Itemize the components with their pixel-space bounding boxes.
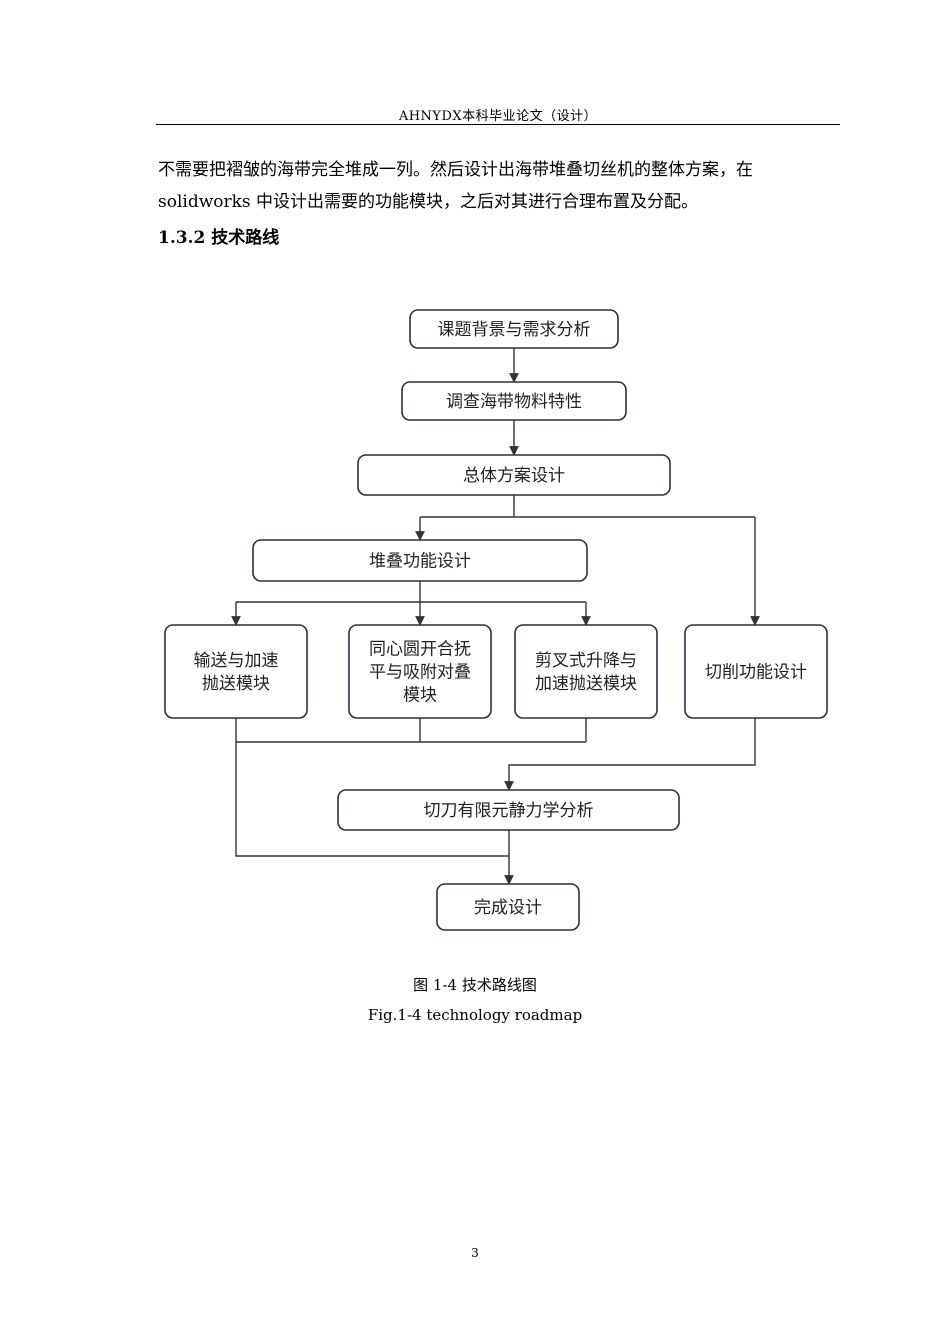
flow-node-label: 切削功能设计 xyxy=(705,663,807,683)
flowchart-connectors xyxy=(231,348,760,885)
flow-node-box xyxy=(357,454,671,496)
section-heading: 1.3.2 技术路线 xyxy=(158,228,280,248)
flow-node-n2: 调查海带物料特性 xyxy=(401,381,627,421)
flow-node-label: 完成设计 xyxy=(474,898,542,918)
flow-node-box xyxy=(684,624,828,719)
flow-node-n8: 切削功能设计 xyxy=(684,624,828,719)
running-header: AHNYDX本科毕业论文（设计） xyxy=(398,109,598,124)
connector-n5-merge xyxy=(235,718,509,857)
flow-node-label: 输送与加速 xyxy=(194,651,279,671)
flow-node-label: 切刀有限元静力学分析 xyxy=(424,801,594,821)
flow-node-n3: 总体方案设计 xyxy=(357,454,671,496)
body-text-line-2: solidworks 中设计出需要的功能模块，之后对其进行合理布置及分配。 xyxy=(158,192,699,212)
flow-node-n4: 堆叠功能设计 xyxy=(252,539,588,582)
flow-node-label: 剪叉式升降与 xyxy=(535,651,637,671)
flow-node-n10: 完成设计 xyxy=(436,883,580,931)
flow-node-n9: 切刀有限元静力学分析 xyxy=(337,789,680,831)
page-number: 3 xyxy=(471,1246,479,1260)
flow-node-label: 课题背景与需求分析 xyxy=(438,320,591,340)
flow-node-label: 调查海带物料特性 xyxy=(446,392,582,412)
flow-node-box xyxy=(337,789,680,831)
body-text-line-1: 不需要把褶皱的海带完全堆成一列。然后设计出海带堆叠切丝机的整体方案，在 xyxy=(158,160,753,180)
flow-node-label: 模块 xyxy=(403,686,437,706)
flow-node-label: 总体方案设计 xyxy=(463,466,565,486)
header-rule xyxy=(156,124,840,125)
flow-node-box xyxy=(514,624,658,719)
flow-node-box xyxy=(348,624,492,719)
figure-caption-cn: 图 1-4 技术路线图 xyxy=(413,976,537,994)
flow-node-label: 抛送模块 xyxy=(202,674,270,694)
flow-node-n1: 课题背景与需求分析 xyxy=(409,309,619,349)
flow-node-box xyxy=(401,381,627,421)
flow-node-box xyxy=(252,539,588,582)
figure-caption-en: Fig.1-4 technology roadmap xyxy=(367,1006,583,1024)
flow-node-label: 平与吸附对叠 xyxy=(369,663,471,683)
connector-n8-n9 xyxy=(504,718,756,791)
flow-node-label: 加速抛送模块 xyxy=(535,674,637,694)
flow-node-label: 堆叠功能设计 xyxy=(369,552,471,572)
flow-node-box xyxy=(164,624,308,719)
flowchart-nodes: 课题背景与需求分析调查海带物料特性总体方案设计堆叠功能设计输送与加速抛送模块同心… xyxy=(164,309,828,931)
flow-node-label: 同心圆开合抚 xyxy=(369,640,471,660)
flow-node-box xyxy=(409,309,619,349)
flow-node-box xyxy=(436,883,580,931)
